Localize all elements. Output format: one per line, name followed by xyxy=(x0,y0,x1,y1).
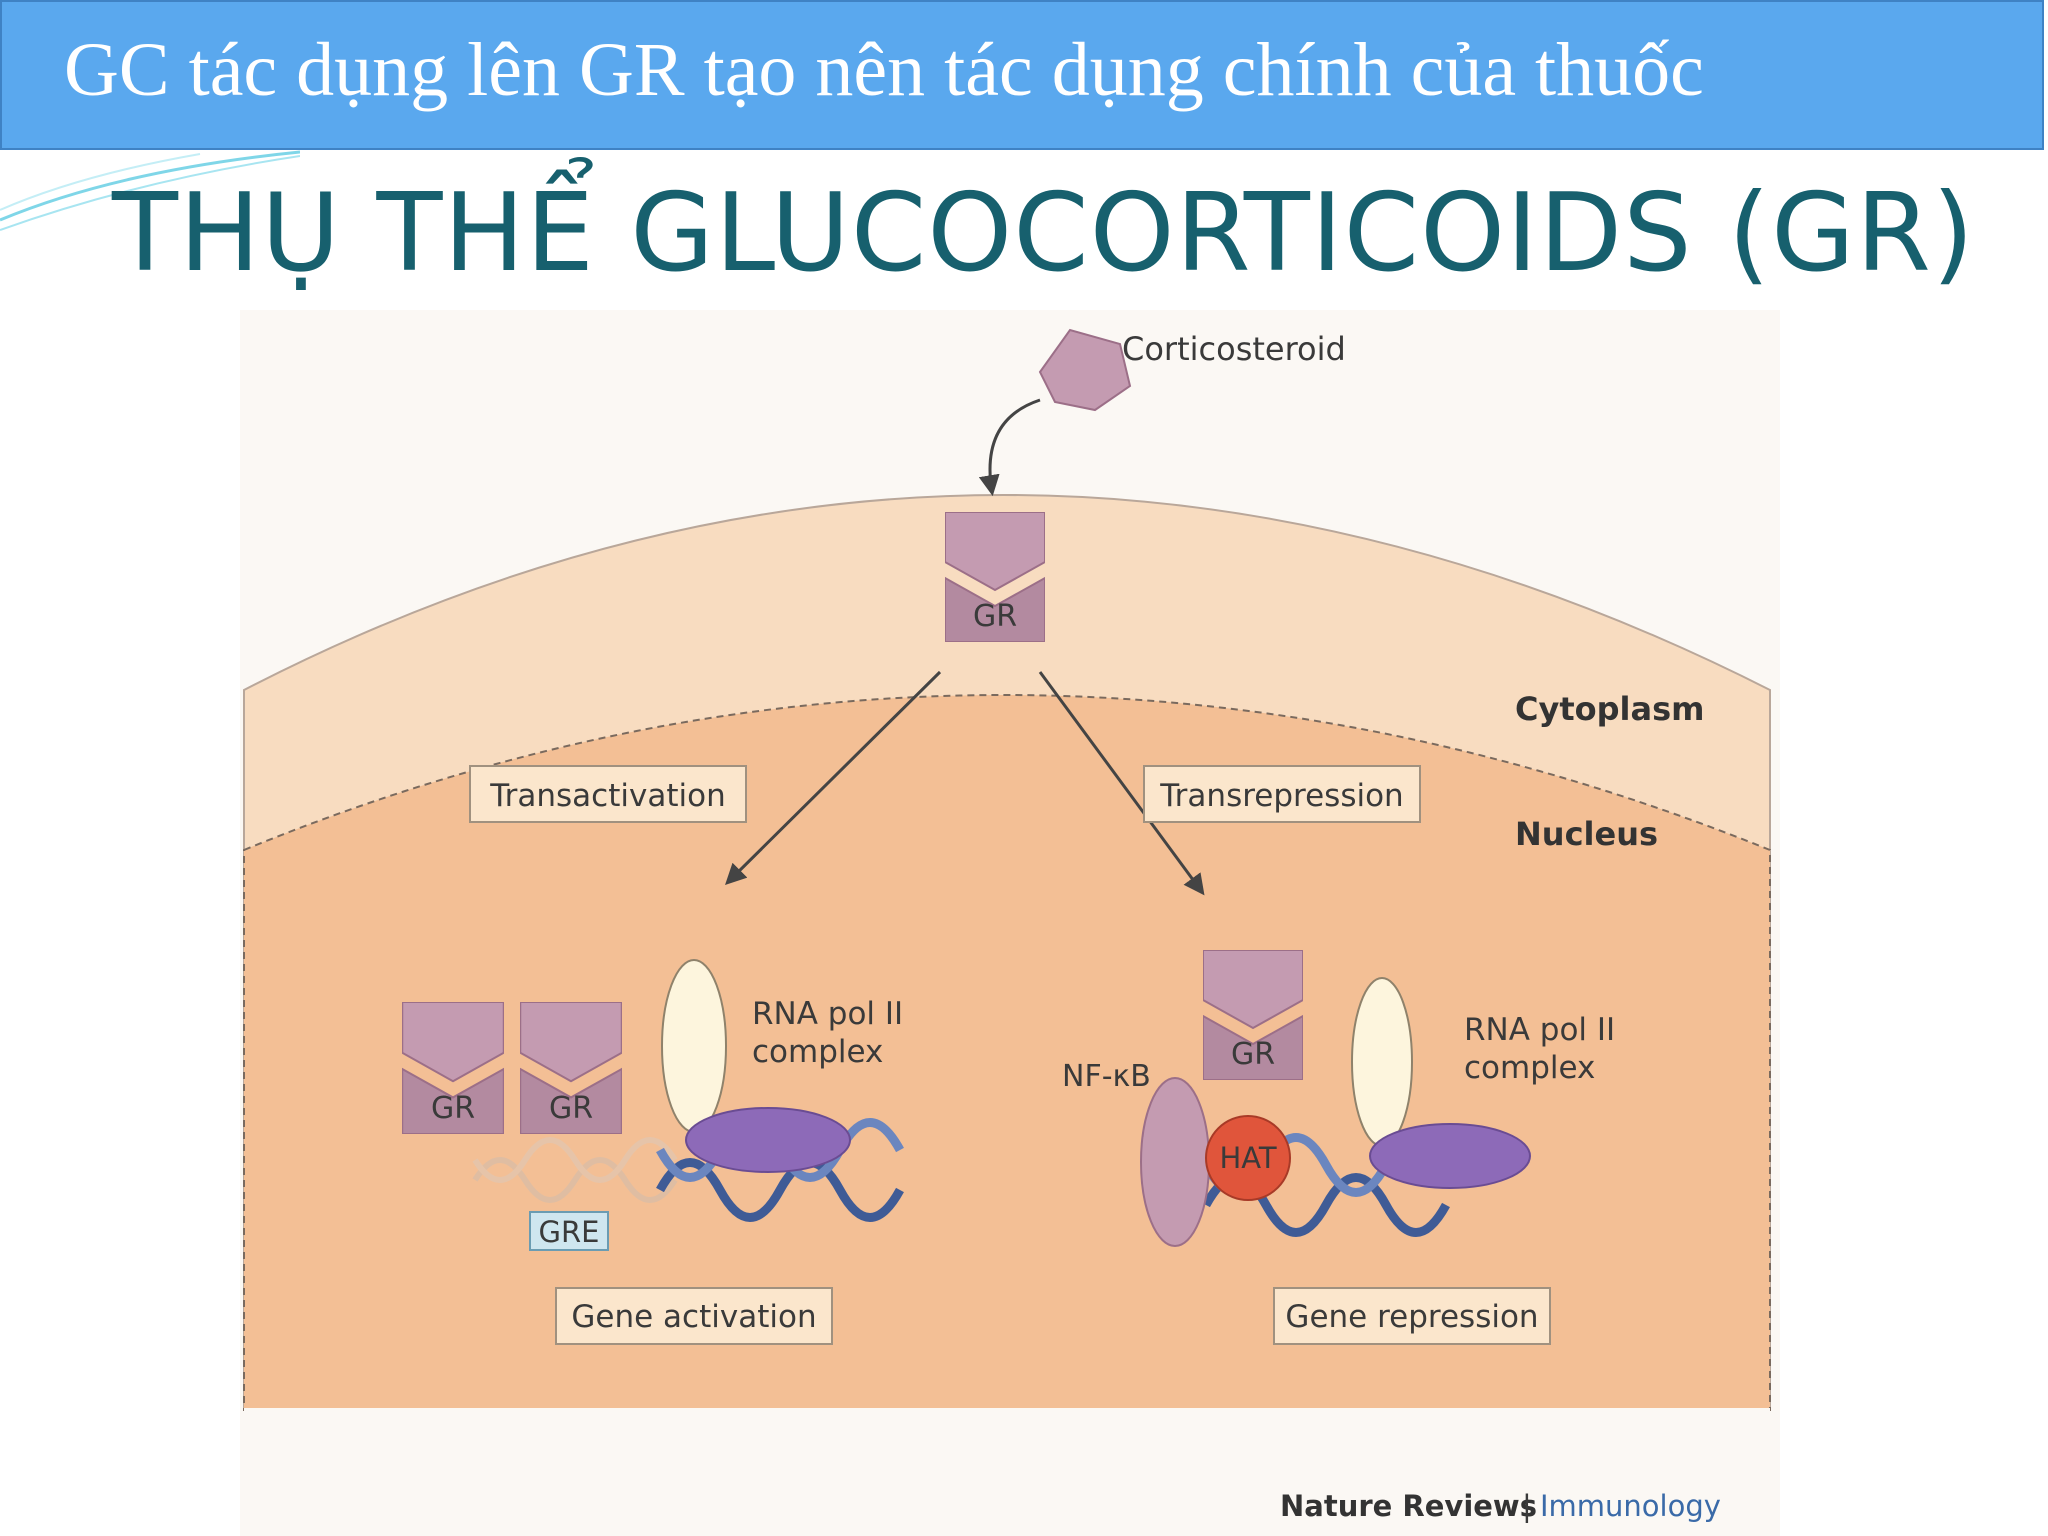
gr-label: GR xyxy=(1231,1037,1275,1072)
rna-pol-ii-subunit xyxy=(1351,977,1413,1147)
gre-dna-faded xyxy=(472,1137,678,1203)
hat-enzyme xyxy=(1205,1115,1291,1201)
credit-separator: | xyxy=(1522,1489,1532,1523)
rna-pol-ii-complex-left xyxy=(685,1107,851,1173)
transrepression-arrow xyxy=(1038,671,1205,896)
corticosteroid-icon xyxy=(1038,328,1132,412)
credit-field: Immunology xyxy=(1540,1489,1721,1523)
gene-repression-box xyxy=(1273,1287,1551,1345)
rna-pol-ii-complex-right xyxy=(1369,1123,1531,1189)
nucleus-region xyxy=(243,694,1771,1411)
credit-journal: Nature Reviews xyxy=(1280,1489,1537,1523)
gr-mechanism-diagram: Corticosteroid GR Cytoplasm Nucleus Tran… xyxy=(240,310,1780,1536)
banner-text: GC tác dụng lên GR tạo nên tác dụng chín… xyxy=(64,28,1704,112)
corticosteroid-label: Corticosteroid xyxy=(1122,330,1346,368)
header-banner: GC tác dụng lên GR tạo nên tác dụng chín… xyxy=(0,0,2044,150)
transrepression-box xyxy=(1143,765,1421,823)
rna-pol-label-line1: RNA pol II xyxy=(752,996,903,1032)
slide-title: THỤ THỂ GLUCOCORTICOIDS (GR) xyxy=(112,171,1975,296)
rna-pol-label-line1: RNA pol II xyxy=(1464,1012,1615,1048)
hat-label: HAT xyxy=(1219,1141,1276,1175)
diagram-canvas: Corticosteroid GR Cytoplasm Nucleus Tran… xyxy=(240,310,1780,1536)
gene-activation-box xyxy=(555,1287,833,1345)
transactivation-box xyxy=(469,765,747,823)
rna-pol-label-line2: complex xyxy=(752,1034,883,1070)
cytoplasm-label: Cytoplasm xyxy=(1515,690,1704,728)
transactivation-label: Transactivation xyxy=(489,778,725,814)
gene-activation-label: Gene activation xyxy=(571,1299,816,1335)
gre-label: GRE xyxy=(539,1215,600,1249)
gene-repression-label: Gene repression xyxy=(1285,1299,1538,1335)
gre-box xyxy=(529,1211,609,1251)
gr-label: GR xyxy=(973,599,1017,634)
transactivation-arrow xyxy=(725,670,942,885)
nf-kb-protein xyxy=(1140,1077,1210,1247)
nf-kb-label: NF-κB xyxy=(1062,1059,1151,1094)
nucleus-label: Nucleus xyxy=(1515,815,1658,853)
gr-label: GR xyxy=(549,1091,593,1126)
rna-pol-label-line2: complex xyxy=(1464,1050,1595,1086)
decorative-swoosh xyxy=(0,150,300,231)
gr-label: GR xyxy=(431,1091,475,1126)
transrepression-label: Transrepression xyxy=(1159,778,1403,814)
rna-pol-ii-subunit xyxy=(661,959,727,1133)
binding-arrow xyxy=(978,398,1041,497)
